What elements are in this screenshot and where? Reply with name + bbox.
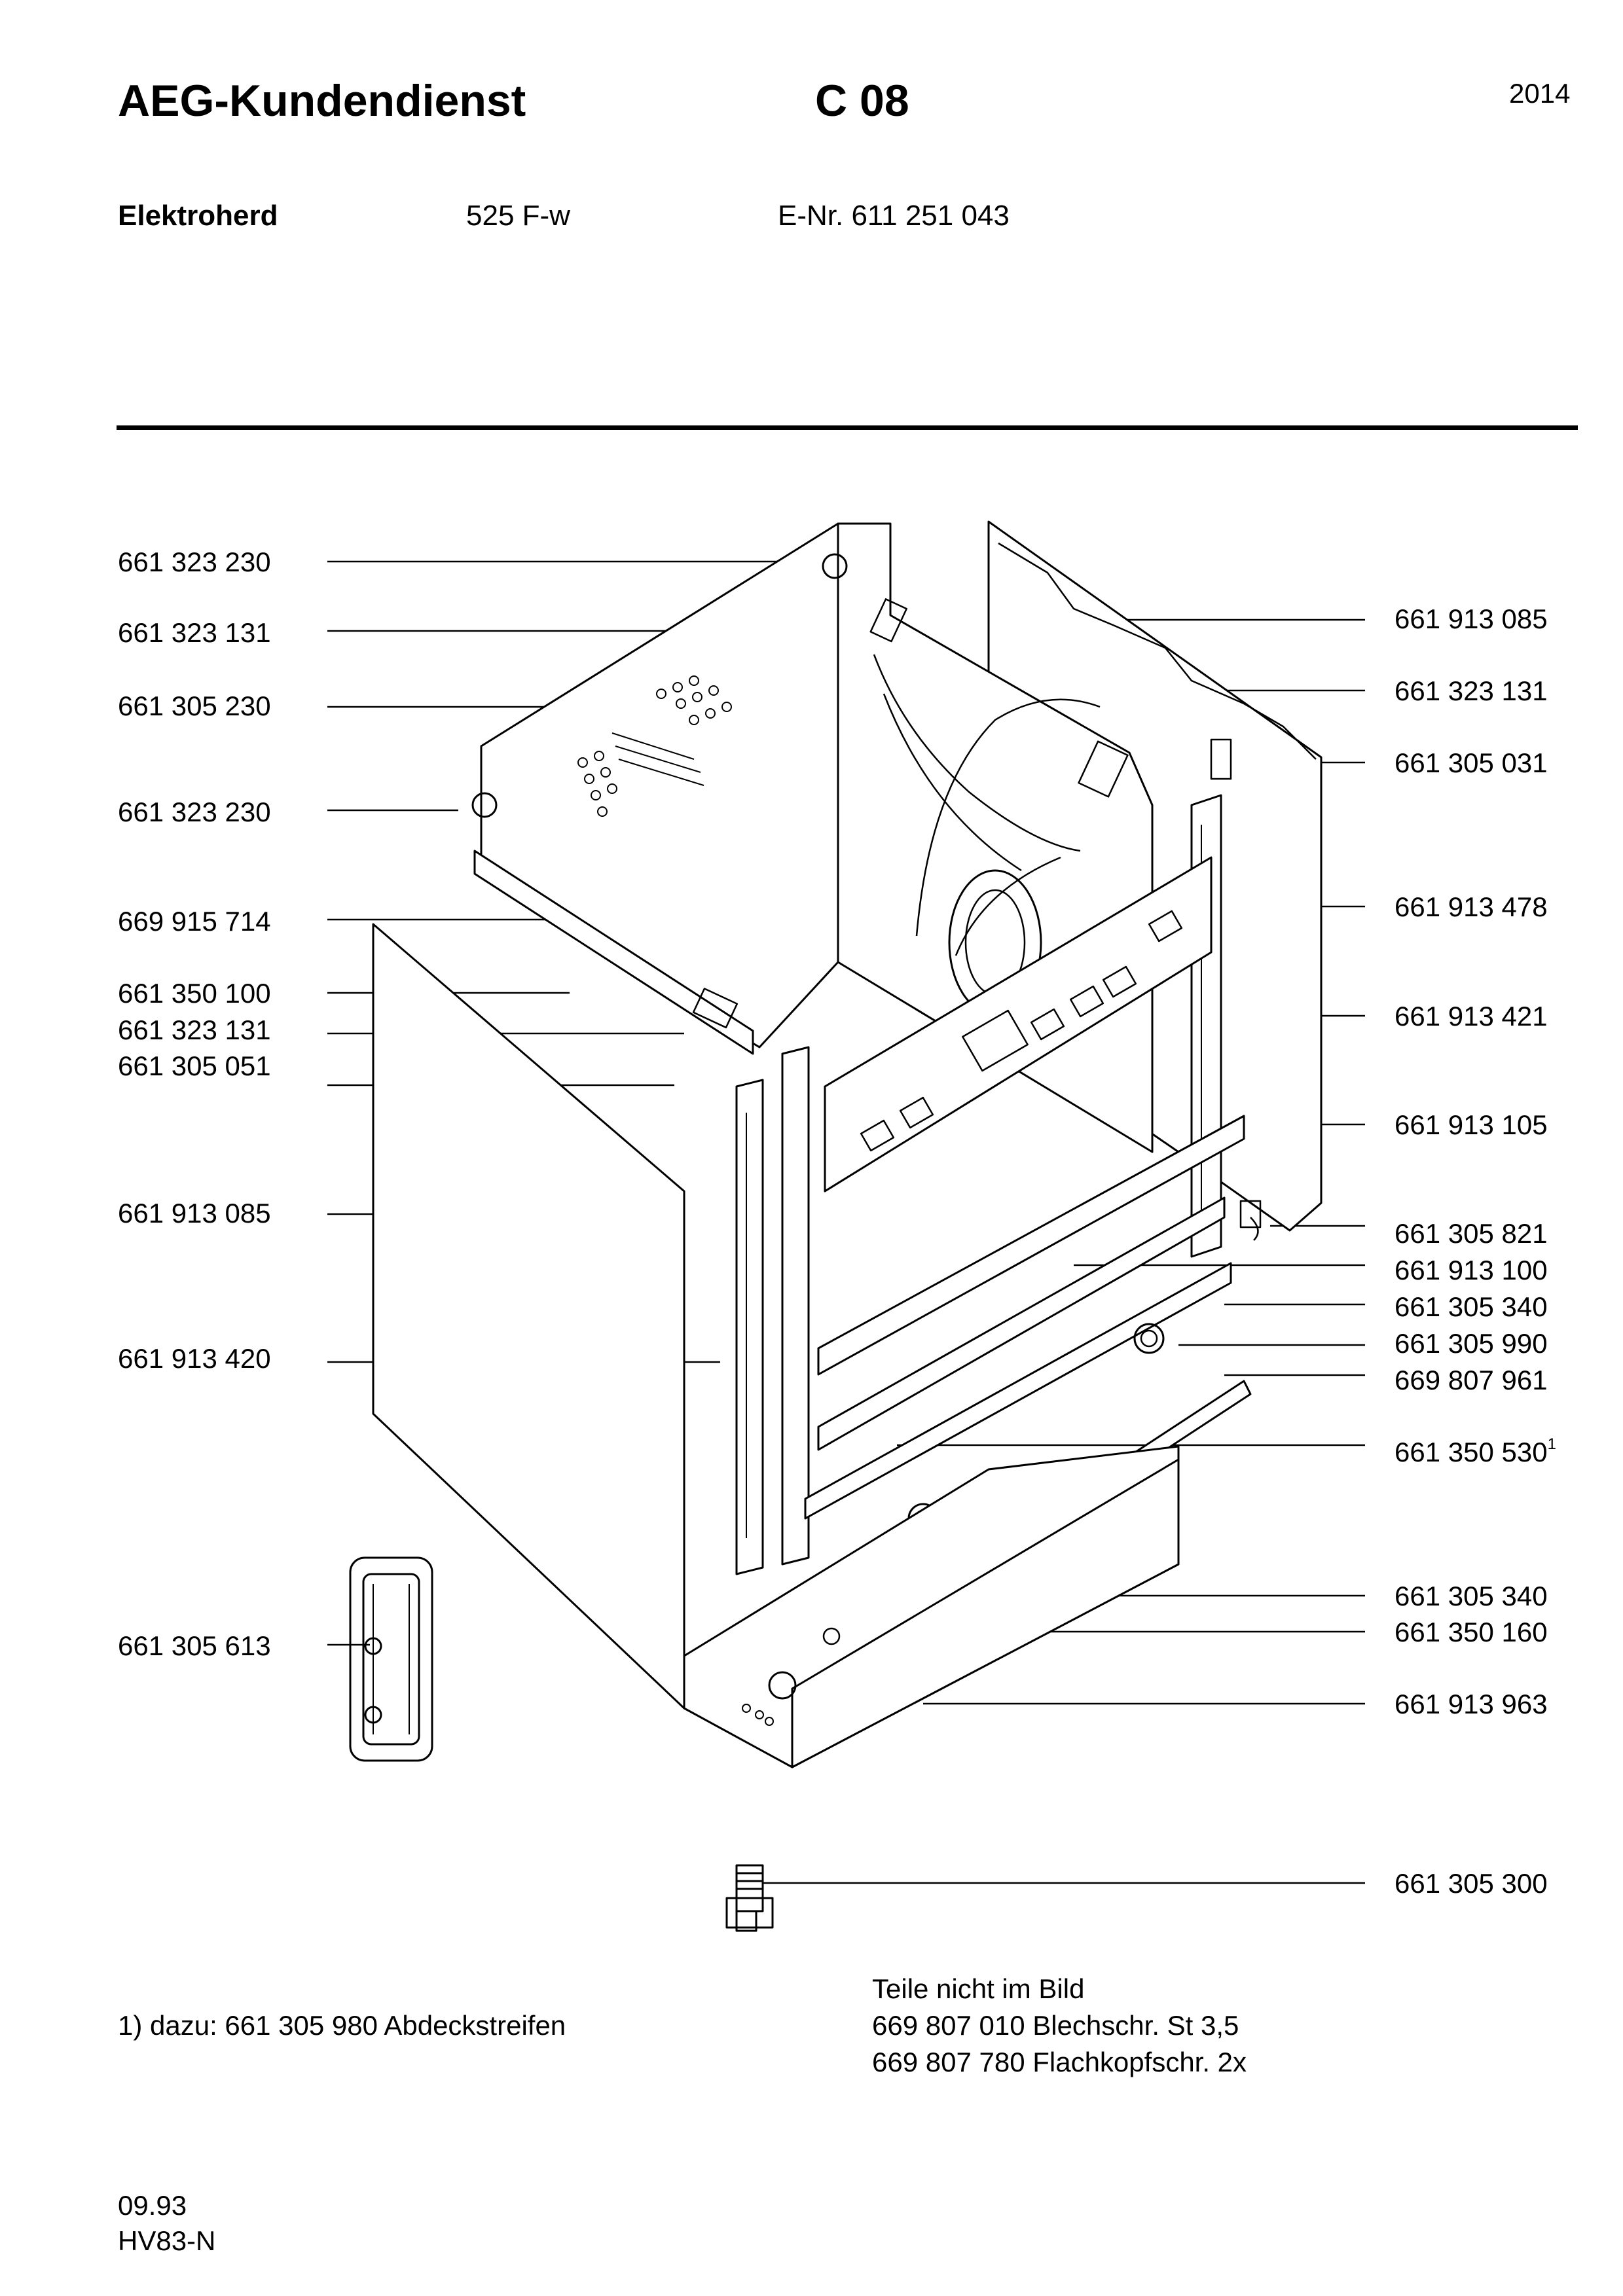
callout-right-2: 661 323 131	[1395, 675, 1548, 706]
header-rule	[117, 425, 1578, 430]
callout-right-12: 661 350 5301	[1395, 1437, 1556, 1467]
callout-right-13: 661 305 340	[1395, 1581, 1548, 1611]
cross-braces	[804, 1115, 1262, 1534]
e-number: E-Nr. 611 251 043	[778, 200, 1010, 232]
callout-left-5: 669 915 714	[118, 906, 271, 937]
callout-right-6: 661 913 105	[1395, 1109, 1548, 1140]
callout-right-7: 661 305 821	[1395, 1218, 1548, 1249]
callout-right-3: 661 305 031	[1395, 747, 1548, 778]
product-type: Elektroherd	[118, 200, 278, 232]
not-shown-title: Teile nicht im Bild	[872, 1973, 1085, 2004]
callout-left-10: 661 913 420	[118, 1343, 271, 1374]
footer-code: HV83-N	[118, 2225, 216, 2256]
control-panel	[824, 856, 1213, 1193]
adjustable-foot	[725, 1864, 774, 1932]
vent-holes	[577, 675, 732, 817]
callout-right-4: 661 913 478	[1395, 891, 1548, 922]
callout-left-1: 661 323 230	[118, 547, 271, 577]
callout-left-9: 661 913 085	[118, 1198, 271, 1229]
callout-left-3: 661 305 230	[118, 691, 271, 721]
callout-right-16: 661 305 300	[1395, 1868, 1548, 1899]
callout-left-2: 661 323 131	[118, 617, 271, 648]
side-rail-left	[471, 553, 1232, 1055]
base-plinth	[683, 1445, 1180, 1768]
callout-right-11: 669 807 961	[1395, 1365, 1548, 1395]
model-number: 525 F-w	[466, 200, 570, 232]
callout-right-10: 661 305 990	[1395, 1328, 1548, 1359]
callout-right-8: 661 913 100	[1395, 1255, 1548, 1285]
callout-right-5: 661 913 421	[1395, 1001, 1548, 1031]
not-shown-item-1: 669 807 010 Blechschr. St 3,5	[872, 2010, 1239, 2041]
callout-right-1: 661 913 085	[1395, 603, 1548, 634]
page-code: C 08	[815, 76, 909, 126]
callout-left-6: 661 350 100	[118, 978, 271, 1009]
year: 2014	[1509, 78, 1571, 109]
window-frame	[349, 1556, 433, 1762]
callout-left-11: 661 305 613	[118, 1630, 271, 1661]
footer-date: 09.93	[118, 2190, 187, 2221]
callout-left-8: 661 305 051	[118, 1050, 271, 1081]
callout-right-9: 661 305 340	[1395, 1291, 1548, 1322]
callout-right-15: 661 913 963	[1395, 1689, 1548, 1719]
callout-right-14: 661 350 160	[1395, 1617, 1548, 1647]
callout-left-7: 661 323 131	[118, 1014, 271, 1045]
not-shown-item-2: 669 807 780 Flachkopfschr. 2x	[872, 2047, 1247, 2077]
brand-title: AEG-Kundendienst	[118, 76, 526, 126]
callout-left-4: 661 323 230	[118, 797, 271, 827]
footnote-marker: 1	[1547, 1435, 1556, 1453]
callout-right-12-number: 661 350 530	[1395, 1437, 1548, 1467]
footnote: 1) dazu: 661 305 980 Abdeckstreifen	[118, 2010, 566, 2041]
